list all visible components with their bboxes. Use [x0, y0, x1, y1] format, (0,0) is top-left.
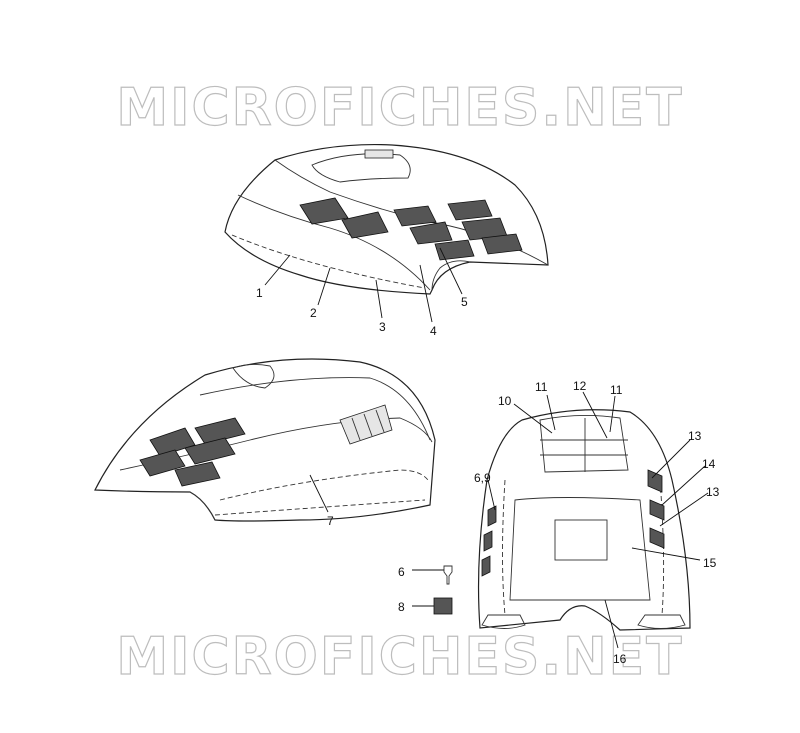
watermark-top: MICROFICHES.NET [116, 77, 684, 138]
callout-6-9: 6,9 [474, 471, 491, 485]
callout-5: 5 [461, 295, 468, 309]
callout-10: 10 [498, 394, 512, 408]
callout-15: 15 [703, 556, 717, 570]
callout-2: 2 [310, 306, 317, 320]
watermark-bottom: MICROFICHES.NET [116, 626, 684, 687]
screw-part-6 [443, 565, 453, 585]
callout-7: 7 [327, 514, 334, 528]
callout-11-right: 11 [610, 383, 623, 397]
leader-lines [264, 247, 709, 649]
callouts: 1 2 3 4 5 7 10 11 12 11 13 14 13 6,9 15 … [256, 286, 720, 666]
callout-8: 8 [398, 600, 405, 614]
hood-side-window [232, 363, 275, 389]
callout-3: 3 [379, 320, 386, 334]
callout-12: 12 [573, 379, 587, 393]
callout-14: 14 [702, 457, 716, 471]
callout-13-top: 13 [688, 429, 702, 443]
callout-1: 1 [256, 286, 263, 300]
hood-top-view [224, 144, 549, 295]
callout-11-left: 11 [535, 380, 548, 394]
callout-13-bottom: 13 [706, 485, 720, 499]
hood-rear-view [433, 409, 691, 631]
callout-6: 6 [398, 565, 405, 579]
callout-16: 16 [613, 652, 627, 666]
fastener-part-8 [433, 597, 453, 615]
hood-top-window [311, 153, 411, 183]
callout-4: 4 [430, 324, 437, 338]
hood-side-view [94, 358, 436, 522]
